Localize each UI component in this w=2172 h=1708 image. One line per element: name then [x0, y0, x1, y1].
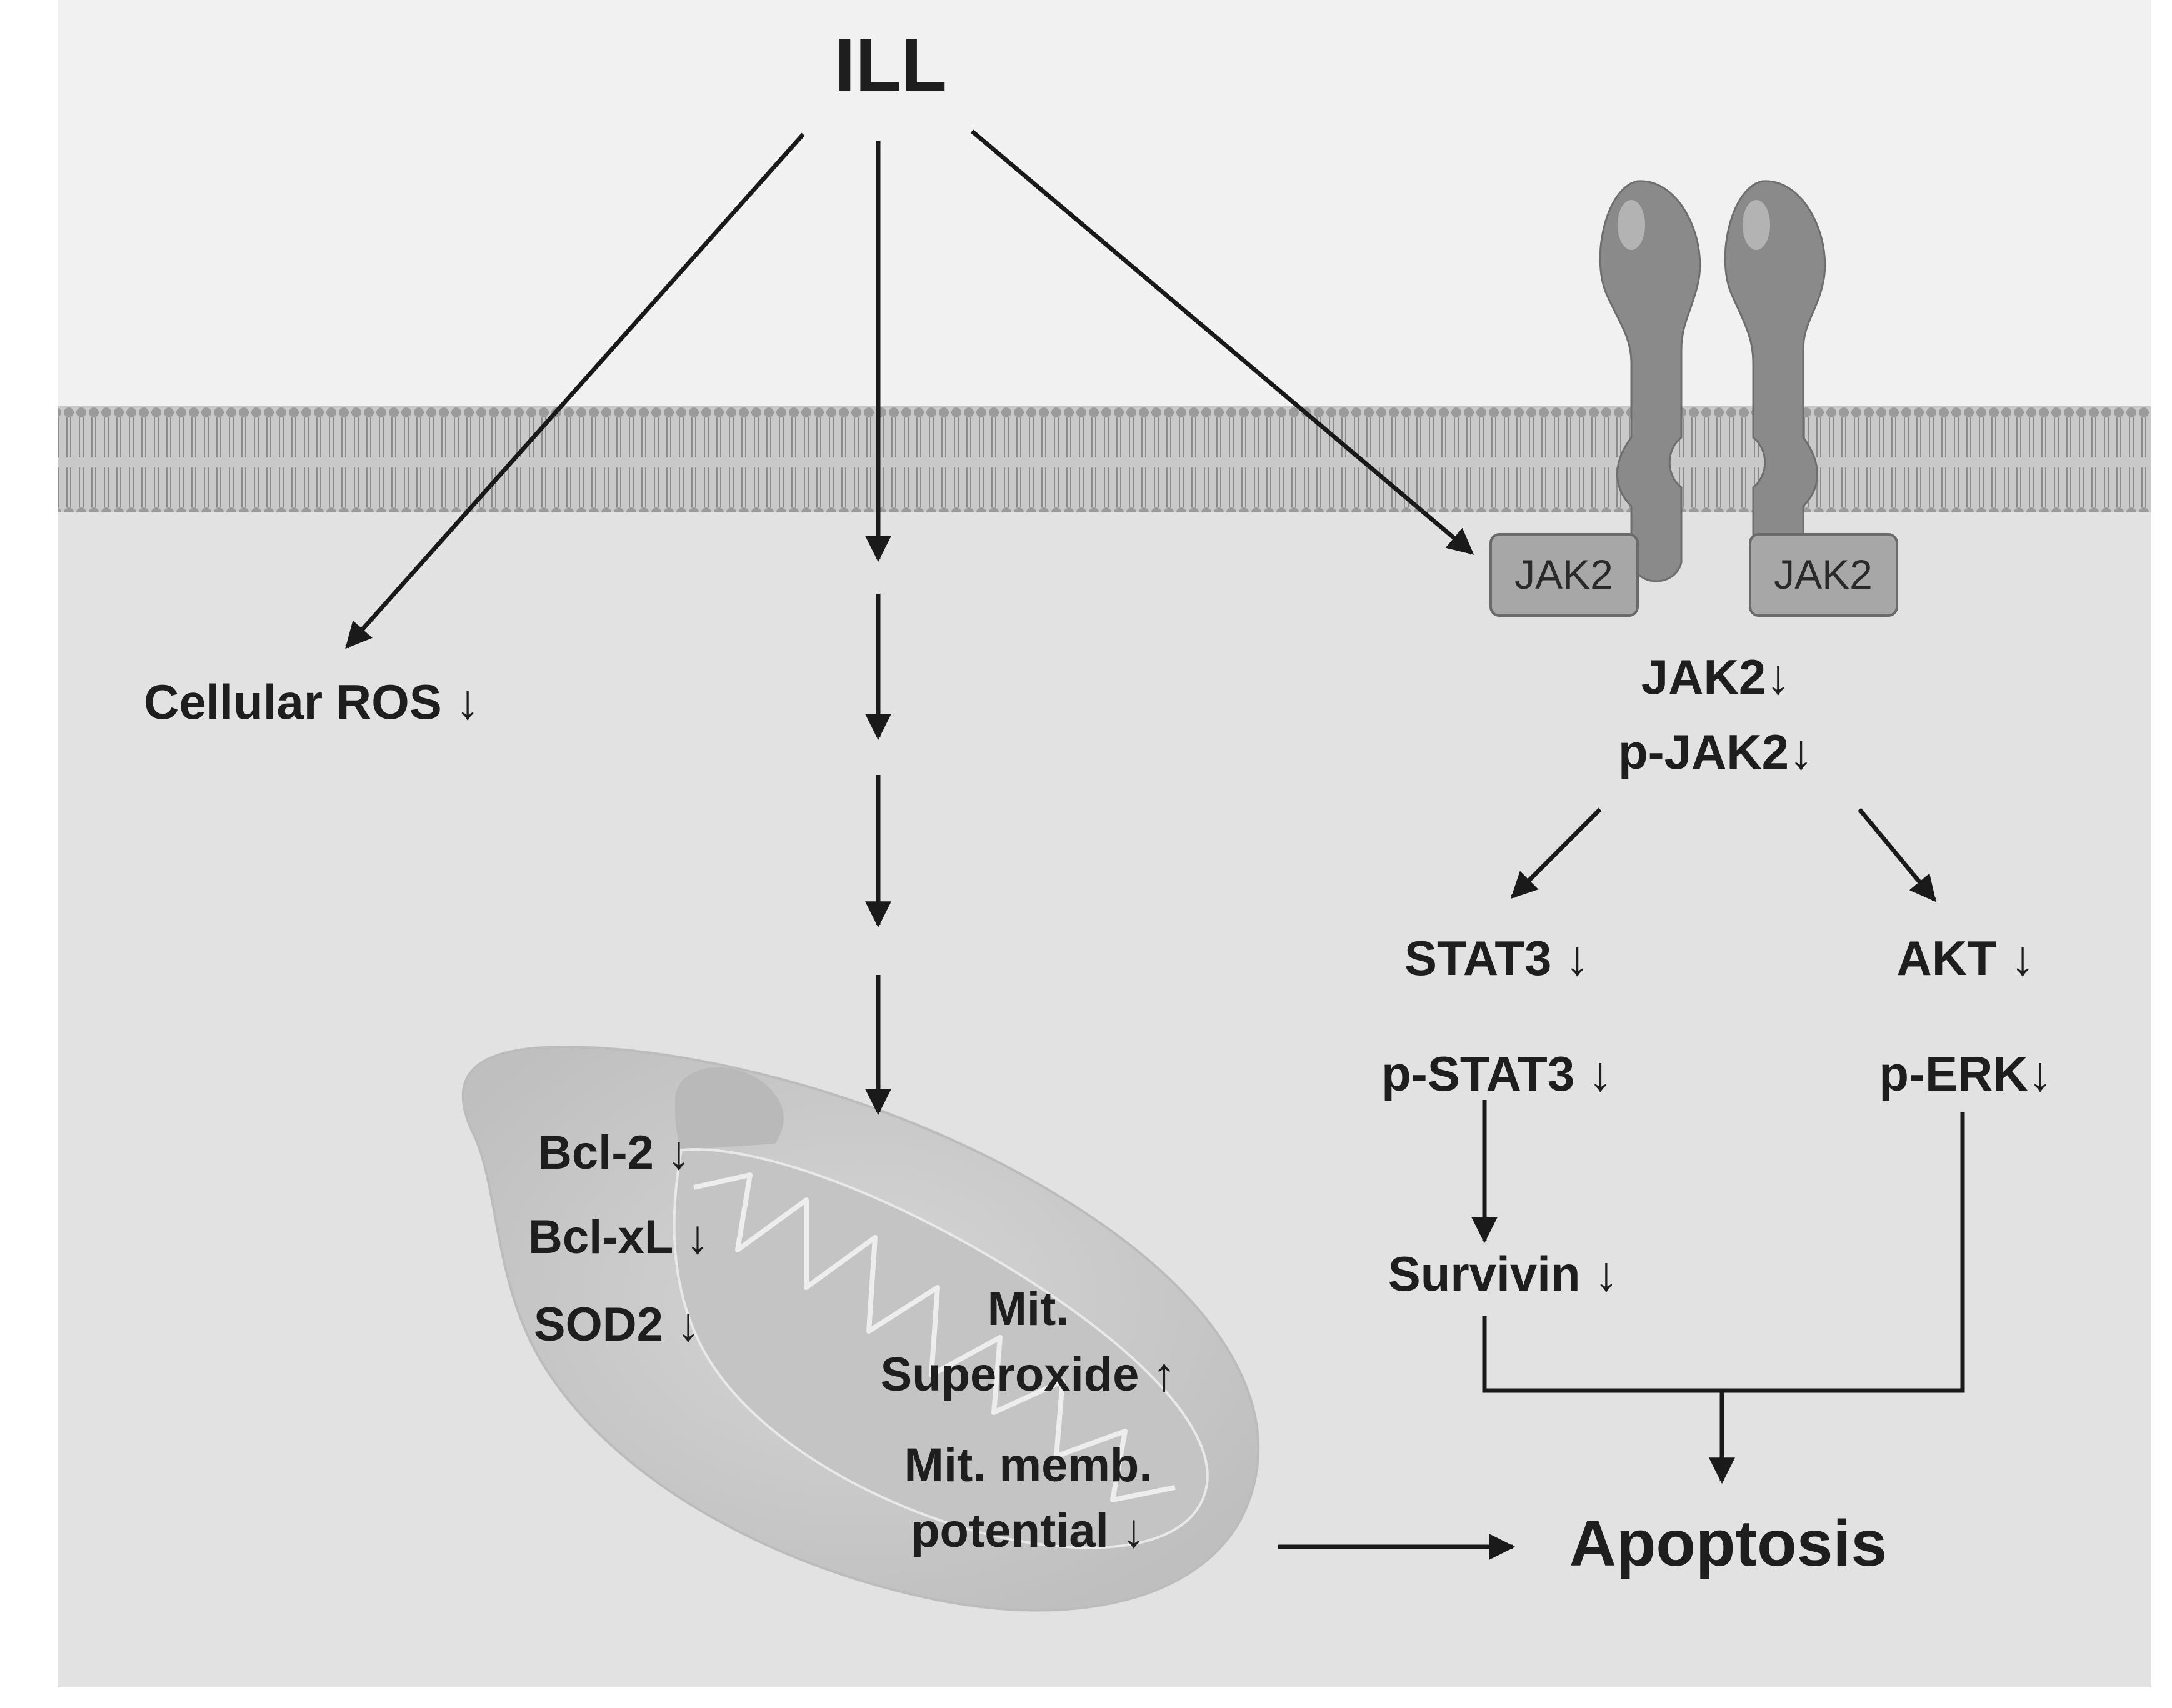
arrow-ill-to-jak2	[970, 129, 1474, 555]
jak2-box-right: JAK2	[1749, 533, 1898, 617]
superoxide-label-line1: Mit.	[988, 1282, 1069, 1336]
p-jak2-label: p-JAK2↓	[1618, 724, 1813, 779]
arrow-pjak2-to-akt	[1858, 807, 1936, 902]
stimulus-label: ILL	[834, 23, 947, 107]
stat3-label: STAT3 ↓	[1404, 931, 1589, 986]
jak2-box-left: JAK2	[1489, 533, 1639, 617]
akt-label: AKT ↓	[1897, 931, 2035, 986]
p-erk-label: p-ERK↓	[1879, 1046, 2052, 1101]
receptor-icon	[1599, 180, 1826, 582]
p-stat3-label: p-STAT3 ↓	[1381, 1046, 1613, 1101]
jak2-box-left-label: JAK2	[1514, 551, 1613, 597]
apoptosis-label: Apoptosis	[1569, 1507, 1887, 1580]
arrow-pjak2-to-stat3	[1511, 807, 1602, 899]
superoxide-label-line2: Superoxide ↑	[881, 1348, 1176, 1401]
mitochondrion-icon	[461, 1046, 1260, 1612]
bclxl-label: Bcl-xL ↓	[528, 1211, 709, 1264]
jak2-label: JAK2↓	[1641, 649, 1790, 704]
sod2-label: SOD2 ↓	[534, 1298, 700, 1351]
cellular-ros-label: Cellular ROS ↓	[144, 674, 479, 729]
jak2-box-right-label: JAK2	[1774, 551, 1873, 597]
survivin-label: Survivin ↓	[1388, 1246, 1618, 1301]
potential-label-line1: Mit. memb.	[904, 1439, 1153, 1492]
bcl2-label: Bcl-2 ↓	[538, 1126, 691, 1179]
arrows	[345, 129, 1965, 1560]
cell-membrane	[58, 406, 2151, 512]
extracellular-space	[58, 0, 2151, 406]
potential-label-line2: potential ↓	[911, 1504, 1146, 1557]
arrow-ill-to-ros	[345, 132, 805, 649]
